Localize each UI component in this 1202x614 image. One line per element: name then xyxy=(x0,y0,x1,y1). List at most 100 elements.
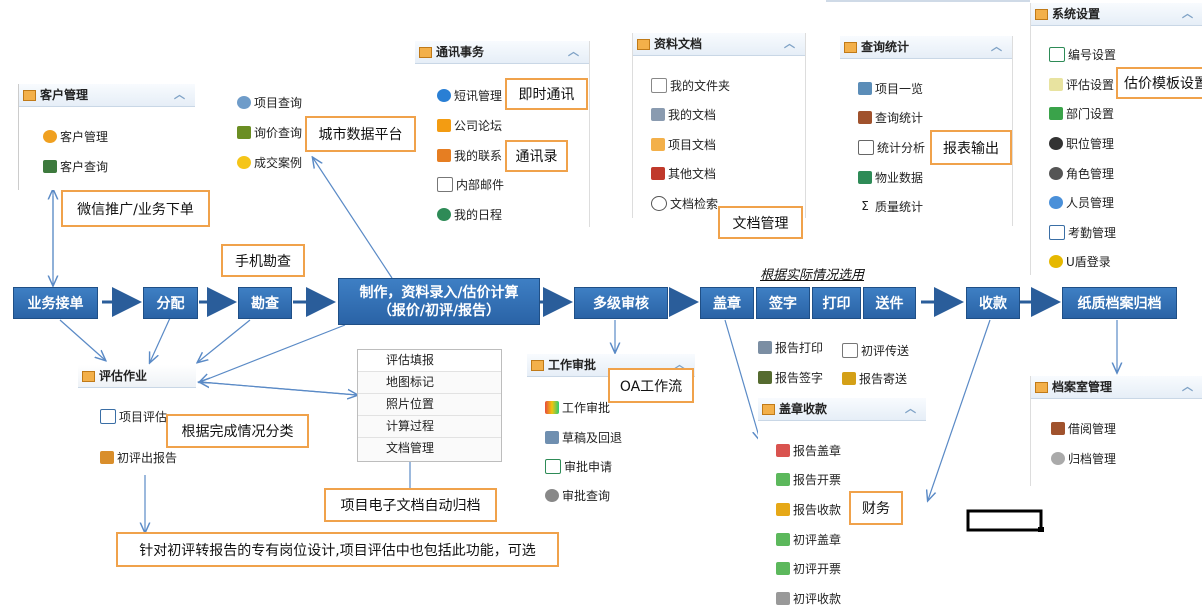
step-stamp[interactable]: 盖章 xyxy=(700,287,754,319)
menu-item-archive-manage[interactable]: 归档管理 xyxy=(1051,450,1116,467)
menu-item-doc-search[interactable]: 文档检索 xyxy=(651,195,718,212)
chart-icon xyxy=(858,111,872,124)
menu-item-departments[interactable]: 部门设置 xyxy=(1049,105,1114,122)
menu-item-report-stamp[interactable]: 报告盖章 xyxy=(776,442,841,459)
menu-item-numbering[interactable]: 编号设置 xyxy=(1049,46,1116,63)
search-icon xyxy=(651,196,667,211)
menu-item-approval-request[interactable]: 审批申请 xyxy=(545,458,612,475)
stats-panel-header[interactable]: 查询统计︿ xyxy=(840,36,1012,59)
tab-photo-location[interactable]: 照片位置 xyxy=(358,394,501,416)
menu-item-report-payment[interactable]: 报告收款 xyxy=(776,501,841,518)
menu-item-initial-payment[interactable]: 初评收款 xyxy=(776,590,841,607)
search-icon xyxy=(237,96,251,109)
docs-panel: 资料文档︿ 我的文件夹 我的文档 项目文档 其他文档 文档检索 xyxy=(632,33,806,218)
coins-icon xyxy=(776,592,790,605)
step-payment[interactable]: 收款 xyxy=(966,287,1020,319)
menu-item-report-invoice[interactable]: 报告开票 xyxy=(776,471,841,488)
step-assign[interactable]: 分配 xyxy=(143,287,198,319)
tab-map-mark[interactable]: 地图标记 xyxy=(358,372,501,394)
menu-item-contacts[interactable]: 我的联系 xyxy=(437,147,502,164)
list-icon xyxy=(858,140,874,155)
action-report-mail[interactable]: 报告寄送 xyxy=(842,370,907,387)
user-icon xyxy=(1049,167,1063,180)
menu-item-project-list[interactable]: 项目一览 xyxy=(858,80,923,97)
menu-item-initial-invoice[interactable]: 初评开票 xyxy=(776,560,841,577)
menu-item-initial-report[interactable]: 初评出报告 xyxy=(100,449,177,466)
mail-send-icon xyxy=(842,372,856,385)
collapse-icon[interactable]: ︿ xyxy=(905,402,916,415)
chat-icon xyxy=(437,89,451,102)
step-multi-review[interactable]: 多级审核 xyxy=(574,287,668,319)
menu-item-assess-settings[interactable]: 评估设置 xyxy=(1049,76,1114,93)
step-sign[interactable]: 签字 xyxy=(756,287,810,319)
menu-item-schedule[interactable]: 我的日程 xyxy=(437,206,502,223)
menu-item-sms[interactable]: 短讯管理 xyxy=(437,87,502,104)
step-print[interactable]: 打印 xyxy=(812,287,861,319)
tab-calculation[interactable]: 计算过程 xyxy=(358,416,501,438)
sigma-icon: Σ xyxy=(861,199,869,213)
menu-item-deal-case[interactable]: 成交案例 xyxy=(237,154,302,171)
comm-panel-header[interactable]: 通讯事务︿ xyxy=(415,41,589,64)
menu-item-query-stats[interactable]: 查询统计 xyxy=(858,109,923,126)
book-icon xyxy=(43,160,57,173)
note-mobile-survey: 手机勘查 xyxy=(221,244,305,277)
note-finance: 财务 xyxy=(849,491,903,525)
archive-panel-header[interactable]: 档案室管理︿ xyxy=(1031,376,1202,399)
menu-item-borrow[interactable]: 借阅管理 xyxy=(1051,420,1116,437)
smile-icon xyxy=(237,156,251,169)
note-address-book: 通讯录 xyxy=(505,140,568,172)
note-template: 估价模板设置 xyxy=(1116,67,1202,99)
menu-item-stat-analysis[interactable]: 统计分析 xyxy=(858,139,925,156)
rss-icon xyxy=(437,119,451,132)
menu-item-positions[interactable]: 职位管理 xyxy=(1049,135,1114,152)
menu-item-mail[interactable]: 内部邮件 xyxy=(437,176,504,193)
collapse-icon[interactable]: ︿ xyxy=(991,40,1002,53)
collapse-icon[interactable]: ︿ xyxy=(674,358,685,371)
menu-item-customer-query[interactable]: 客户查询 xyxy=(43,158,108,175)
menu-item-initial-stamp[interactable]: 初评盖章 xyxy=(776,531,841,548)
menu-item-project-query[interactable]: 项目查询 xyxy=(237,94,302,111)
menu-item-other-docs[interactable]: 其他文档 xyxy=(651,165,716,182)
step-paper-archive[interactable]: 纸质档案归档 xyxy=(1062,287,1177,319)
menu-item-staff[interactable]: 人员管理 xyxy=(1049,194,1114,211)
action-report-sign[interactable]: 报告签字 xyxy=(758,369,823,386)
menu-item-project-docs[interactable]: 项目文档 xyxy=(651,136,716,153)
invoice-icon xyxy=(776,562,790,575)
menu-item-price-query[interactable]: 询价查询 xyxy=(237,124,302,141)
menu-item-customer-manage[interactable]: 客户管理 xyxy=(43,128,108,145)
step-deliver[interactable]: 送件 xyxy=(863,287,916,319)
step-produce[interactable]: 制作，资料录入/估价计算 （报价/初评/报告） xyxy=(338,278,540,325)
menu-item-project-assess[interactable]: 项目评估 xyxy=(100,408,167,425)
system-panel-header[interactable]: 系统设置︿ xyxy=(1031,3,1202,26)
step-produce-line2: （报价/初评/报告） xyxy=(377,302,501,319)
collapse-icon[interactable]: ︿ xyxy=(1182,7,1193,20)
note-doc-manage: 文档管理 xyxy=(718,206,803,239)
menu-item-roles[interactable]: 角色管理 xyxy=(1049,165,1114,182)
menu-item-my-docs[interactable]: 我的文档 xyxy=(651,106,716,123)
tab-doc-manage[interactable]: 文档管理 xyxy=(386,441,435,455)
menu-item-attendance[interactable]: 考勤管理 xyxy=(1049,224,1116,241)
stamp-panel-header[interactable]: 盖章收款︿ xyxy=(758,398,926,421)
empty-rect xyxy=(966,509,1043,532)
action-report-print[interactable]: 报告打印 xyxy=(758,339,823,356)
menu-item-draft-return[interactable]: 草稿及回退 xyxy=(545,429,622,446)
step-order-intake[interactable]: 业务接单 xyxy=(13,287,98,319)
menu-item-work-approval[interactable]: 工作审批 xyxy=(545,399,610,416)
docs-panel-header[interactable]: 资料文档︿ xyxy=(633,33,805,56)
collapse-icon[interactable]: ︿ xyxy=(174,88,185,101)
menu-item-forum[interactable]: 公司论坛 xyxy=(437,117,502,134)
stamp-icon xyxy=(776,533,790,546)
collapse-icon[interactable]: ︿ xyxy=(1182,380,1193,393)
menu-item-my-folder[interactable]: 我的文件夹 xyxy=(651,77,730,94)
menu-item-property-data[interactable]: 物业数据 xyxy=(858,169,923,186)
action-initial-send[interactable]: 初评传送 xyxy=(842,342,909,359)
tab-assess-fill[interactable]: 评估填报 xyxy=(358,350,501,372)
menu-item-approval-query[interactable]: 审批查询 xyxy=(545,487,610,504)
menu-item-usb-key[interactable]: U盾登录 xyxy=(1049,253,1111,270)
step-survey[interactable]: 勘查 xyxy=(238,287,292,319)
collapse-icon[interactable]: ︿ xyxy=(784,37,795,50)
customer-panel-header[interactable]: 客户管理︿ xyxy=(19,84,195,107)
assess-panel-header[interactable]: 评估作业 xyxy=(78,365,196,388)
collapse-icon[interactable]: ︿ xyxy=(568,45,579,58)
